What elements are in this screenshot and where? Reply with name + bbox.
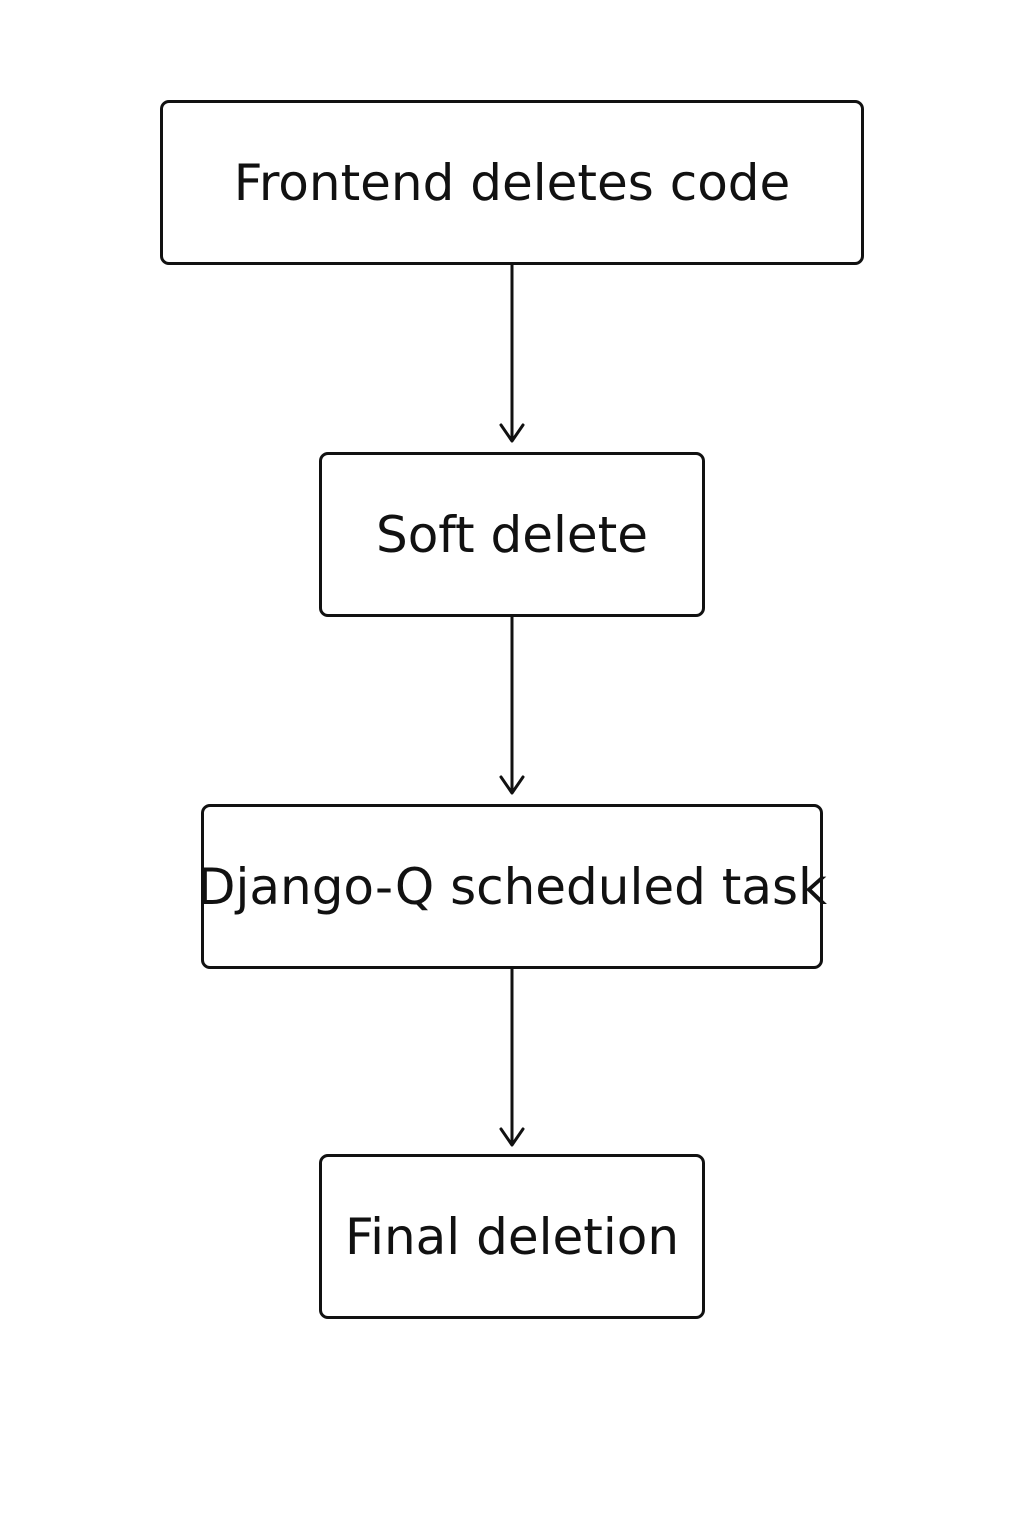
node-label: Frontend deletes code: [233, 153, 791, 212]
frontend-deletes-code-node: Frontend deletes code: [160, 100, 864, 265]
arrow-frontend-to-soft-delete: [499, 265, 525, 443]
django-q-scheduled-task-node: Django-Q scheduled task: [197, 804, 827, 969]
node-label: Soft delete: [375, 505, 649, 564]
arrow-django-q-to-final-deletion: [499, 969, 525, 1147]
arrow-soft-delete-to-django-q: [499, 617, 525, 795]
node-label: Django-Q scheduled task: [196, 857, 828, 916]
soft-delete-node: Soft delete: [319, 452, 705, 617]
final-deletion-node: Final deletion: [319, 1154, 705, 1319]
node-label: Final deletion: [344, 1207, 680, 1266]
